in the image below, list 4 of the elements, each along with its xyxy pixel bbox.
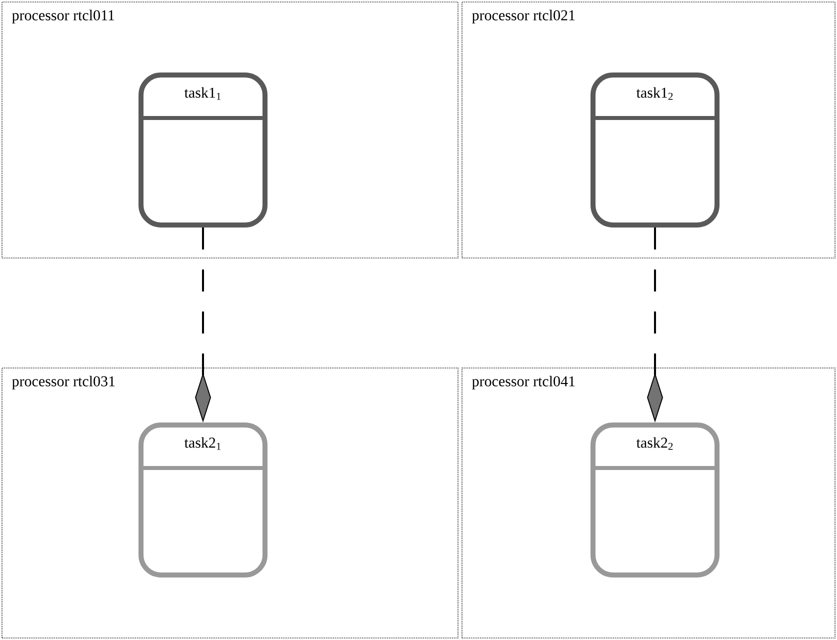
task-box: task2$_{2}$ bbox=[590, 422, 720, 578]
task-box: task2$_{1}$ bbox=[138, 422, 268, 578]
task-box: task1$_{1}$ bbox=[138, 72, 268, 228]
task-box: task1$_{2}$ bbox=[590, 72, 720, 228]
